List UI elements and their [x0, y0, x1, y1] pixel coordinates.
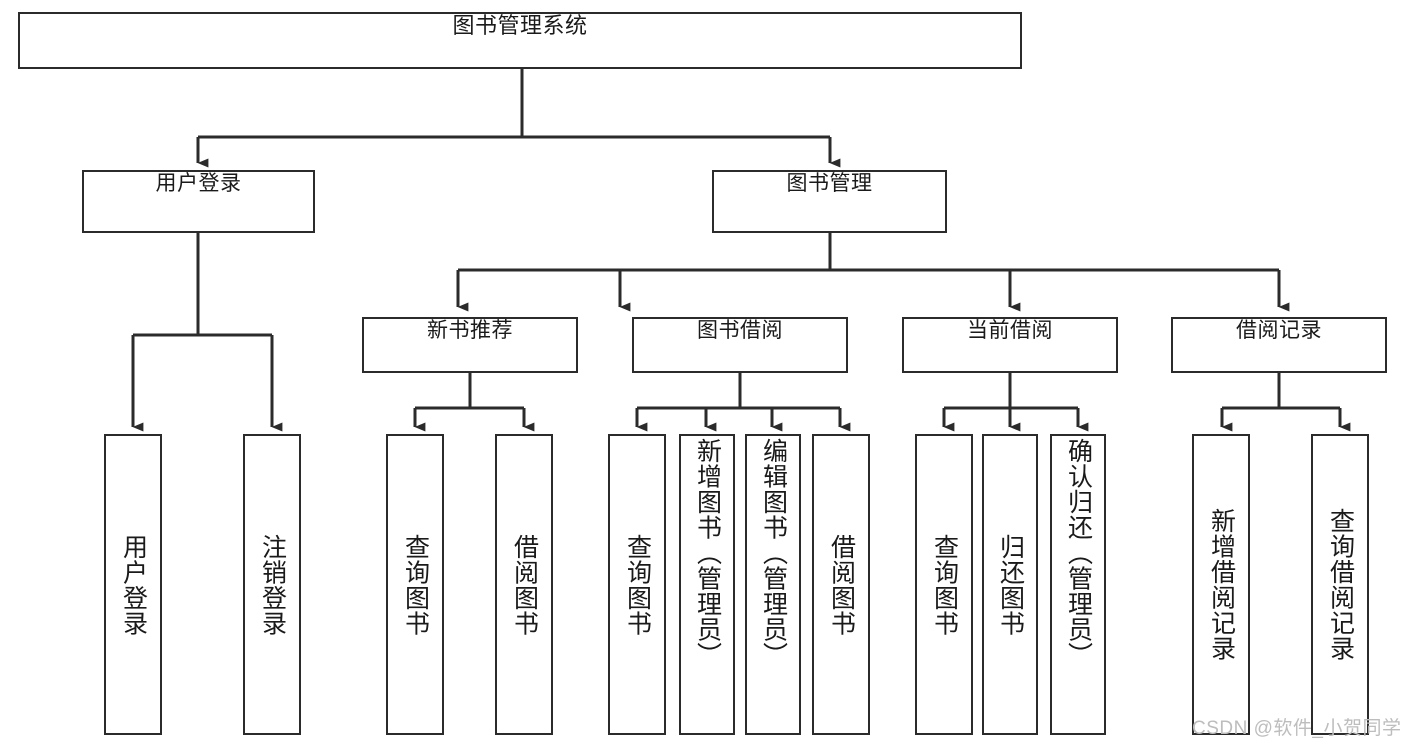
- node-root-book-management-system[interactable]: 图书管理系统: [18, 12, 1022, 69]
- node-label: 借阅图书: [827, 533, 856, 636]
- leaf-user-login[interactable]: 用户登录: [104, 434, 162, 735]
- leaf-confirm-return-admin[interactable]: 确认归还（管理员）: [1050, 434, 1106, 735]
- node-label: 编辑图书（管理员）: [759, 438, 788, 668]
- leaf-add-borrow-record[interactable]: 新增借阅记录: [1192, 434, 1250, 735]
- csdn-watermark: CSDN @软件_小贺同学: [1192, 718, 1402, 739]
- node-label: 图书管理: [786, 172, 873, 195]
- leaf-add-book-admin[interactable]: 新增图书（管理员）: [679, 434, 735, 735]
- leaf-query-book-current[interactable]: 查询图书: [915, 434, 973, 735]
- node-label: 用户登录: [155, 172, 242, 195]
- node-label: 图书借阅: [697, 319, 783, 342]
- node-label: 新书推荐: [427, 319, 513, 342]
- leaf-edit-book-admin[interactable]: 编辑图书（管理员）: [745, 434, 801, 735]
- node-current-borrow[interactable]: 当前借阅: [902, 317, 1118, 373]
- leaf-logout[interactable]: 注销登录: [243, 434, 301, 735]
- node-label: 图书管理系统: [452, 13, 588, 38]
- node-new-book-recommend[interactable]: 新书推荐: [362, 317, 578, 373]
- node-label: 确认归还（管理员）: [1064, 438, 1093, 668]
- leaf-query-borrow-record[interactable]: 查询借阅记录: [1311, 434, 1369, 735]
- leaf-query-book-new[interactable]: 查询图书: [386, 434, 444, 735]
- node-label: 查询图书: [401, 533, 430, 636]
- node-label: 借阅记录: [1236, 319, 1322, 342]
- node-book-borrow[interactable]: 图书借阅: [632, 317, 848, 373]
- node-label: 归还图书: [996, 533, 1025, 636]
- node-label: 新增借阅记录: [1207, 508, 1236, 661]
- node-label: 借阅图书: [510, 533, 539, 636]
- node-book-management[interactable]: 图书管理: [712, 170, 947, 233]
- node-label: 注销登录: [258, 533, 287, 636]
- leaf-return-book[interactable]: 归还图书: [982, 434, 1038, 735]
- node-label: 查询图书: [623, 533, 652, 636]
- node-label: 查询图书: [930, 533, 959, 636]
- node-user-login[interactable]: 用户登录: [82, 170, 315, 233]
- leaf-borrow-book[interactable]: 借阅图书: [812, 434, 870, 735]
- node-label: 查询借阅记录: [1326, 508, 1355, 661]
- node-label: 用户登录: [119, 533, 148, 636]
- node-label: 新增图书（管理员）: [693, 438, 722, 668]
- node-label: 当前借阅: [967, 319, 1053, 342]
- leaf-query-book-borrow[interactable]: 查询图书: [608, 434, 666, 735]
- node-borrow-record[interactable]: 借阅记录: [1171, 317, 1387, 373]
- leaf-borrow-book-new[interactable]: 借阅图书: [495, 434, 553, 735]
